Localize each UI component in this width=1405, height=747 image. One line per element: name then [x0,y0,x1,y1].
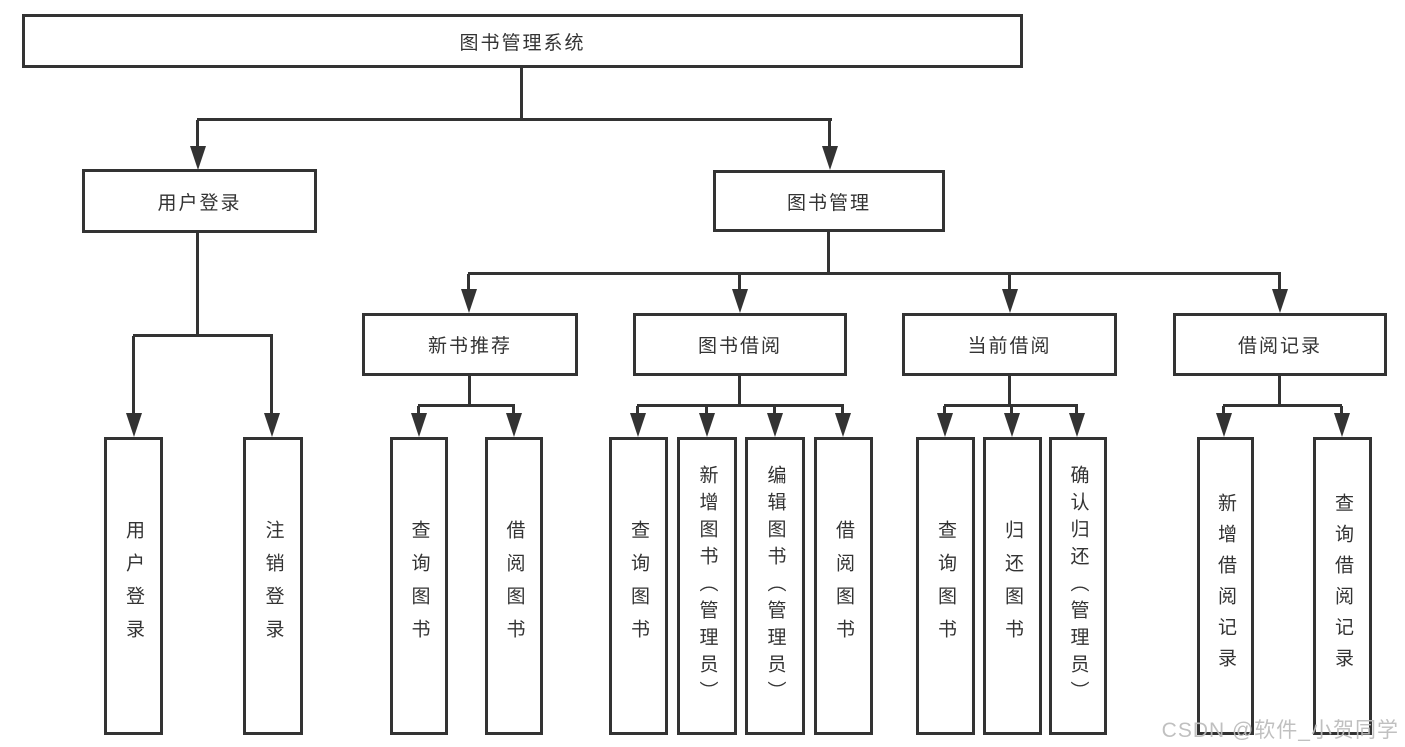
line [512,406,515,416]
down-arrow-icon [126,413,142,437]
leaf-borrow-books-label: 借阅图书 [833,520,854,652]
leaf-add-book-admin: 新增图书（管理员） [677,437,737,735]
line [196,233,199,336]
node-book-borrow-label: 图书借阅 [697,336,782,357]
watermark: CSDN @软件_小贺同学 [1161,719,1399,742]
line [773,406,776,416]
node-book-management: 图书管理 [713,170,945,232]
line [841,406,844,416]
node-current-borrow: 当前借阅 [902,313,1117,376]
node-new-book-recommend-label: 新书推荐 [427,336,512,357]
down-arrow-icon [1004,413,1020,437]
leaf-user-login-label: 用户登录 [123,520,144,652]
leaf-return-books-label: 归还图书 [1002,520,1023,652]
down-arrow-icon [1334,413,1350,437]
node-new-book-recommend: 新书推荐 [362,313,578,376]
line [738,375,741,406]
down-arrow-icon [1216,413,1232,437]
node-book-management-label: 图书管理 [786,192,871,214]
line [468,375,471,406]
leaf-query-books-borrow-label: 查询图书 [628,520,649,652]
line [1010,406,1013,416]
leaf-borrow-books: 借阅图书 [814,437,873,735]
leaf-add-borrow-record: 新增借阅记录 [1197,437,1254,735]
leaf-user-login: 用户登录 [104,437,163,735]
leaf-edit-book-admin: 编辑图书（管理员） [745,437,805,735]
line [1008,375,1011,406]
line [197,118,832,121]
line [705,406,708,416]
line [637,404,844,407]
line [1278,274,1281,292]
line [827,232,830,274]
down-arrow-icon [822,146,838,170]
line [1340,406,1343,416]
down-arrow-icon [264,413,280,437]
down-arrow-icon [1069,413,1085,437]
leaf-return-books: 归还图书 [983,437,1042,735]
down-arrow-icon [411,413,427,437]
line [1278,375,1281,406]
line [1222,406,1225,416]
line [828,120,831,150]
leaf-confirm-return-admin-label: 确认归还（管理员） [1067,464,1089,708]
down-arrow-icon [190,146,206,170]
leaf-query-books-recommend-label: 查询图书 [408,520,430,652]
line [943,406,946,416]
node-borrow-record: 借阅记录 [1173,313,1387,376]
leaf-add-book-admin-label: 新增图书（管理员） [696,464,718,708]
line [133,334,273,337]
node-current-borrow-label: 当前借阅 [967,336,1052,357]
line [270,336,273,415]
line [1075,406,1078,416]
node-root: 图书管理系统 [22,14,1023,68]
line [196,120,199,150]
line [520,68,523,119]
line [944,404,1078,407]
leaf-logout: 注销登录 [243,437,303,735]
down-arrow-icon [767,413,783,437]
leaf-edit-book-admin-label: 编辑图书（管理员） [764,464,786,708]
leaf-borrow-books-recommend: 借阅图书 [485,437,543,735]
down-arrow-icon [1272,289,1288,313]
down-arrow-icon [461,289,477,313]
line [1008,274,1011,292]
leaf-query-books-recommend: 查询图书 [390,437,448,735]
line [738,274,741,292]
down-arrow-icon [630,413,646,437]
leaf-query-books-current-label: 查询图书 [935,520,956,652]
line [417,406,420,416]
down-arrow-icon [1002,289,1018,313]
leaf-query-books-current: 查询图书 [916,437,975,735]
leaf-confirm-return-admin: 确认归还（管理员） [1049,437,1107,735]
line [468,272,1281,275]
node-borrow-record-label: 借阅记录 [1237,336,1322,357]
leaf-query-books-borrow: 查询图书 [609,437,668,735]
node-user-login-label: 用户登录 [157,192,242,214]
down-arrow-icon [937,413,953,437]
leaf-query-borrow-record-label: 查询借阅记录 [1332,493,1353,679]
line [636,406,639,416]
node-user-login: 用户登录 [82,169,317,233]
node-root-label: 图书管理系统 [459,32,586,54]
leaf-query-borrow-record: 查询借阅记录 [1313,437,1372,735]
node-book-borrow: 图书借阅 [633,313,847,376]
down-arrow-icon [835,413,851,437]
leaf-borrow-books-recommend-label: 借阅图书 [503,520,525,652]
down-arrow-icon [699,413,715,437]
leaf-add-borrow-record-label: 新增借阅记录 [1215,493,1236,679]
line [418,404,515,407]
down-arrow-icon [732,289,748,313]
down-arrow-icon [506,413,522,437]
line [1223,404,1342,407]
leaf-logout-label: 注销登录 [262,520,284,652]
line [467,274,470,292]
line [132,336,135,415]
